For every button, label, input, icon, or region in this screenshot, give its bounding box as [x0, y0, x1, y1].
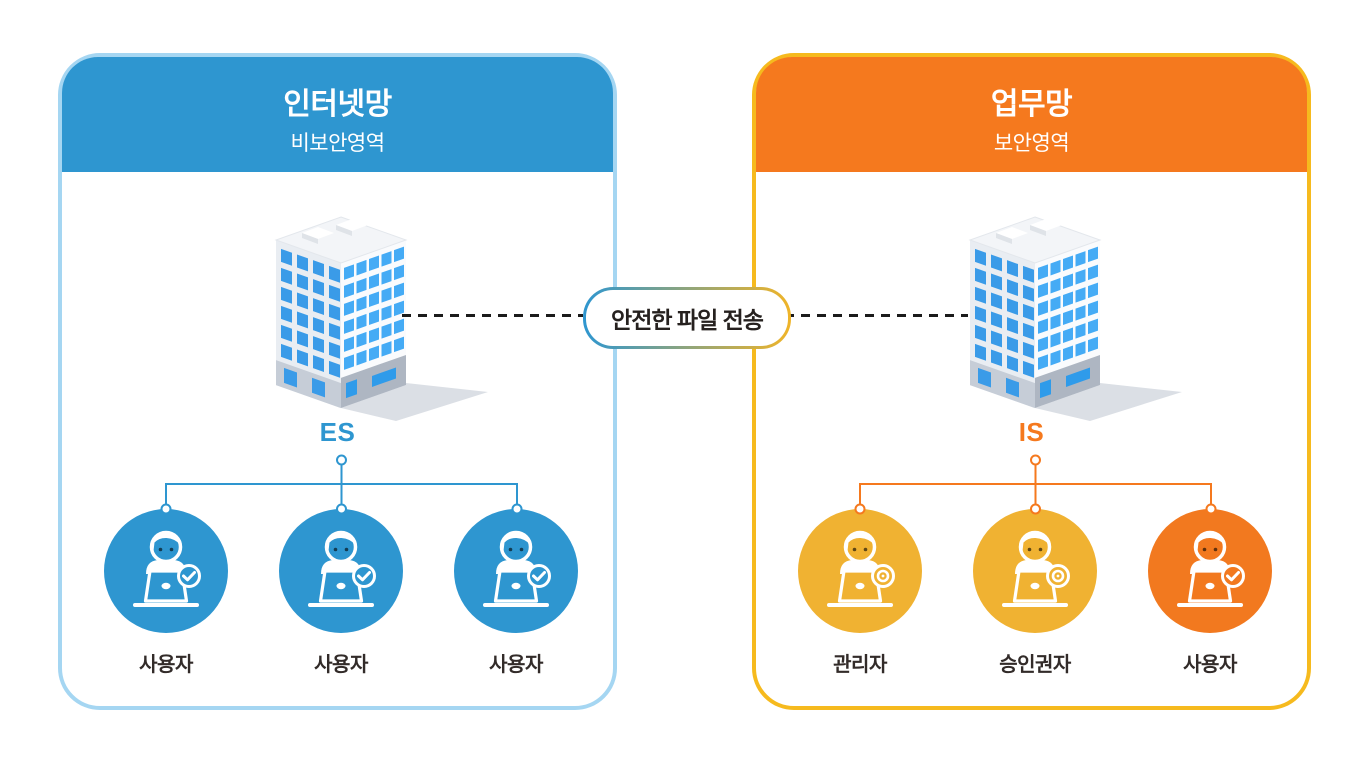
connector-node-dot: [854, 454, 1217, 515]
building-icon: [256, 207, 496, 437]
actor-admin: 관리자: [798, 509, 922, 677]
user-circle: [1148, 509, 1272, 633]
business-zone-panel: 업무망 보안영역 IS 관리자: [752, 53, 1311, 710]
person-laptop-seal-icon: [810, 524, 910, 624]
zone-subtitle: 보안영역: [993, 132, 1070, 155]
actor-label: 사용자: [1183, 654, 1237, 676]
person-laptop-seal-icon: [985, 524, 1085, 624]
zone-title: 업무망: [990, 88, 1073, 121]
system-label-is: IS: [1018, 417, 1045, 447]
person-laptop-check-icon: [466, 524, 566, 624]
business-zone-header: 업무망 보안영역: [756, 57, 1307, 172]
admin-circle: [798, 509, 922, 633]
actor-label: 관리자: [833, 654, 887, 676]
system-label-es: ES: [319, 417, 356, 447]
actor-label: 승인권자: [999, 654, 1071, 676]
actor-user-3: 사용자: [454, 509, 578, 677]
person-laptop-check-icon: [1160, 524, 1260, 624]
tree-connector: [854, 454, 1217, 515]
internet-zone-header: 인터넷망 비보안영역: [62, 57, 613, 172]
actor-user-1: 사용자: [104, 509, 228, 677]
zone-title: 인터넷망: [283, 88, 392, 121]
dashed-transfer-line-left: [402, 314, 583, 317]
internet-zone-panel: 인터넷망 비보안영역 ES 사용자: [58, 53, 617, 710]
actor-label: 사용자: [314, 654, 368, 676]
zone-subtitle: 비보안영역: [290, 132, 385, 155]
actor-user-2: 사용자: [279, 509, 403, 677]
person-laptop-check-icon: [116, 524, 216, 624]
actor-approver: 승인권자: [973, 509, 1097, 677]
dashed-transfer-line-right: [785, 314, 968, 317]
actor-user: 사용자: [1148, 509, 1272, 677]
secure-transfer-pill: 안전한 파일 전송: [583, 287, 791, 349]
user-circle: [454, 509, 578, 633]
user-circle: [104, 509, 228, 633]
actor-label: 사용자: [139, 654, 193, 676]
person-laptop-check-icon: [291, 524, 391, 624]
building-icon: [950, 207, 1190, 437]
connector-node-dot: [160, 454, 523, 515]
approver-circle: [973, 509, 1097, 633]
tree-connector: [160, 454, 523, 515]
actor-label: 사용자: [489, 654, 543, 676]
user-circle: [279, 509, 403, 633]
